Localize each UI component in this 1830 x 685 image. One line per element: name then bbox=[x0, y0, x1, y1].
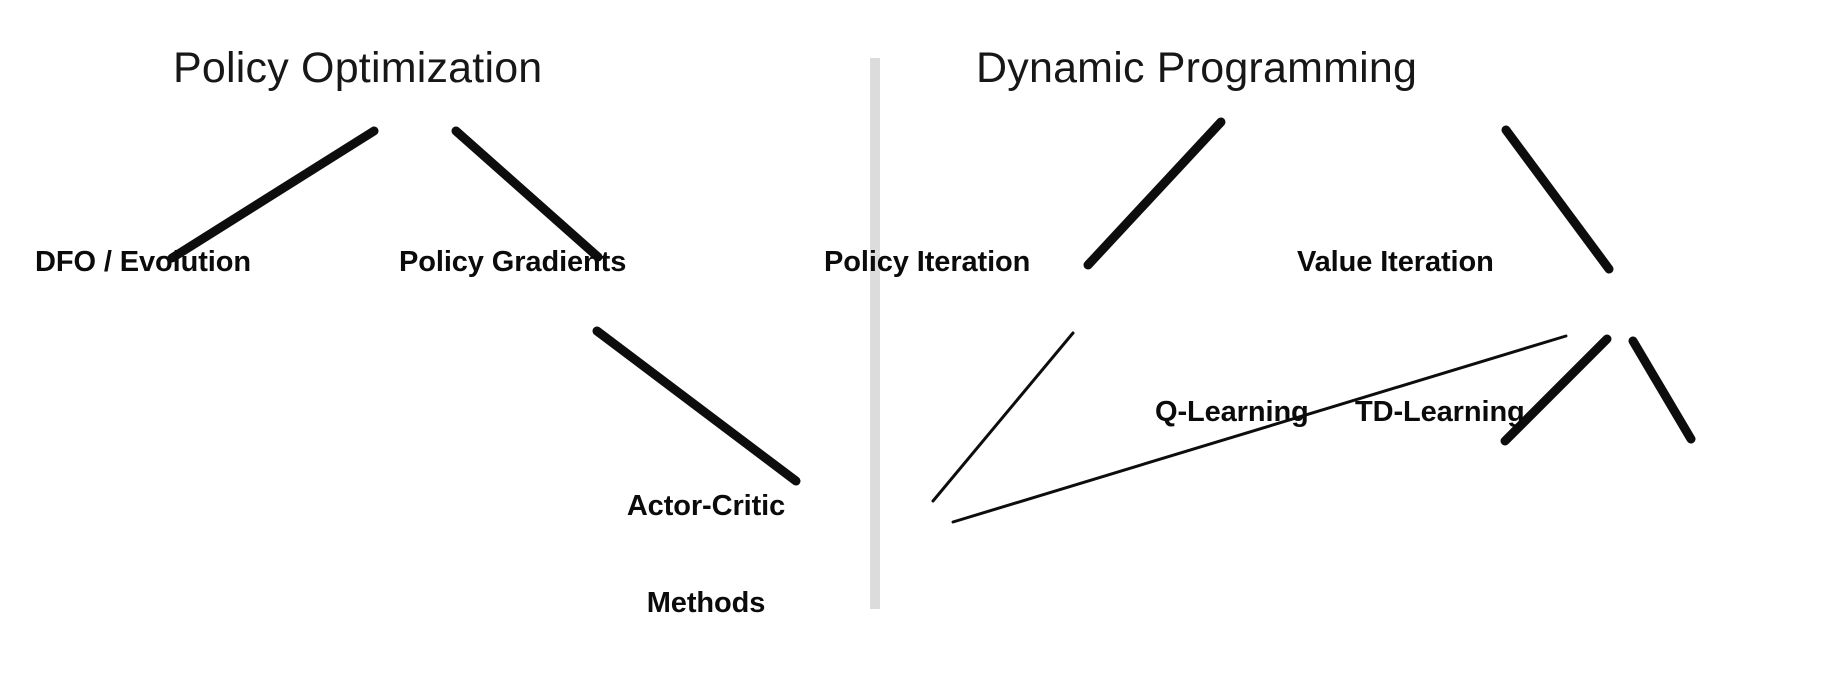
node-value-iteration: Value Iteration bbox=[1297, 246, 1494, 278]
diagram-edges-layer bbox=[167, 58, 1696, 609]
node-actor-critic-methods-line2: Methods bbox=[646, 587, 766, 620]
edge-policy-optimization-to-dfo-evolution bbox=[167, 126, 379, 263]
node-dfo-evolution: DFO / Evolution bbox=[35, 246, 251, 278]
edge-dynamic-programming-to-policy-iteration bbox=[1083, 117, 1226, 270]
heading-policy-optimization: Policy Optimization bbox=[173, 44, 543, 92]
rl-taxonomy-diagram: Policy Optimization Dynamic Programming … bbox=[35, 44, 1696, 620]
node-actor-critic-methods-line1: Actor-Critic bbox=[626, 489, 786, 522]
edge-policy-gradients-to-actor-critic bbox=[592, 326, 801, 486]
node-q-learning: Q-Learning bbox=[1155, 396, 1309, 428]
node-td-learning: TD-Learning bbox=[1355, 396, 1525, 428]
edge-value-iteration-to-actor-critic bbox=[951, 334, 1568, 524]
edge-dynamic-programming-to-value-iteration bbox=[1501, 125, 1614, 274]
edge-policy-iteration-to-actor-critic bbox=[931, 331, 1075, 503]
node-actor-critic-methods: Actor-Critic Methods bbox=[624, 425, 788, 685]
heading-dynamic-programming: Dynamic Programming bbox=[976, 44, 1418, 92]
node-policy-gradients: Policy Gradients bbox=[399, 246, 627, 278]
node-policy-iteration: Policy Iteration bbox=[824, 246, 1031, 278]
edge-value-iteration-to-q-learning bbox=[1500, 334, 1612, 446]
edge-policy-optimization-to-policy-gradients bbox=[451, 126, 603, 262]
edge-value-iteration-to-td-learning bbox=[1628, 336, 1696, 444]
